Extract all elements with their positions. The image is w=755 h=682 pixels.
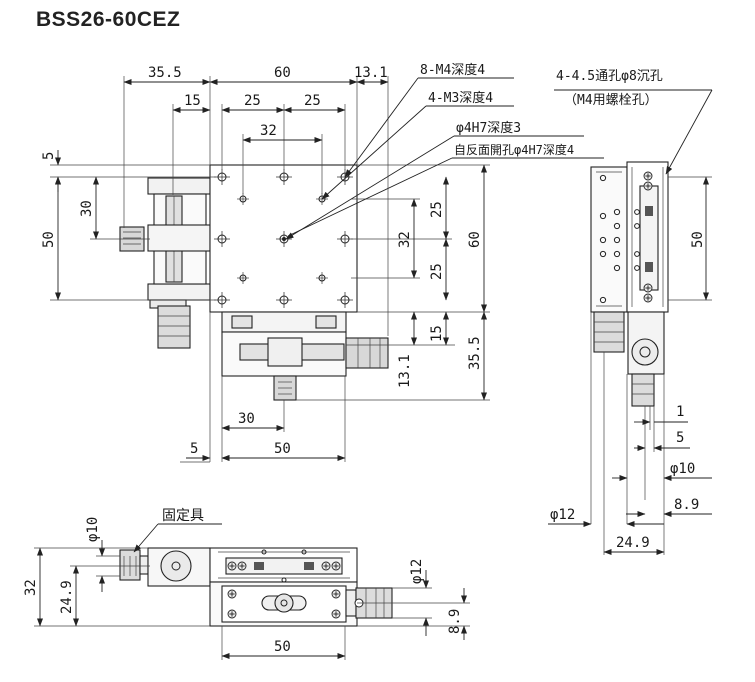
note-m4-tapped: 8-M4深度4 <box>420 62 485 78</box>
bottom-feed-assembly <box>221 311 389 401</box>
dim-1-side: 1 <box>676 404 684 420</box>
dim-50-left: 50 <box>41 231 57 248</box>
dim-8-9-front: 8.9 <box>447 609 463 634</box>
dim-25-left: 25 <box>244 93 261 109</box>
dim-13-1-right: 13.1 <box>397 354 413 388</box>
note-through-hole: 4-4.5通孔φ8沉孔 <box>556 69 663 84</box>
dim-15-right: 15 <box>429 325 445 342</box>
front-view: 固定具 φ10 32 24.9 φ12 8.9 50 <box>23 508 470 660</box>
note-m3-tapped: 4-M3深度4 <box>428 90 493 106</box>
dim-35-5-right: 35.5 <box>467 336 483 370</box>
dim-phi10-front: φ10 <box>85 517 101 542</box>
dim-60-right: 60 <box>467 231 483 248</box>
dim-phi12-side: φ12 <box>550 507 575 523</box>
dim-35-5-top: 35.5 <box>148 65 182 81</box>
dim-13-1-top: 13.1 <box>354 65 388 81</box>
dim-32-front: 32 <box>23 579 39 596</box>
note-h7-hole: φ4H7深度3 <box>456 120 521 136</box>
dim-5-bottom: 5 <box>190 441 198 457</box>
dim-5-side: 5 <box>676 430 684 446</box>
top-view-notes: 8-M4深度4 4-M3深度4 φ4H7深度3 自反面開孔φ4H7深度4 <box>420 62 574 157</box>
dim-25-right: 25 <box>304 93 321 109</box>
note-back-h7-hole: 自反面開孔φ4H7深度4 <box>454 142 574 157</box>
dim-25-right-lower: 25 <box>429 263 445 280</box>
dim-32-top: 32 <box>260 123 277 139</box>
dim-phi10-side: φ10 <box>670 461 695 477</box>
dim-60-top: 60 <box>274 65 291 81</box>
dim-50-side: 50 <box>690 231 706 248</box>
dim-5-left: 5 <box>41 152 57 160</box>
dim-24-9-front: 24.9 <box>59 580 75 614</box>
dim-phi12-front: φ12 <box>409 559 425 584</box>
dim-15-top: 15 <box>184 93 201 109</box>
dim-32-right: 32 <box>397 231 413 248</box>
top-view-dimension-texts: 35.5 60 13.1 15 25 25 32 5 30 50 32 25 2… <box>41 65 483 457</box>
dim-25-right-upper: 25 <box>429 201 445 218</box>
dim-50-bottom: 50 <box>274 441 291 457</box>
dim-30-bottom: 30 <box>238 411 255 427</box>
side-holes <box>599 174 640 304</box>
dim-50-front: 50 <box>274 639 291 655</box>
top-view-dimension-lines <box>55 79 487 461</box>
side-lower-body <box>590 166 628 313</box>
drawing-title: BSS26-60CEZ <box>36 8 181 31</box>
dim-8-9-side: 8.9 <box>674 497 699 513</box>
top-view: 35.5 60 13.1 15 25 25 32 5 30 50 32 25 2… <box>41 62 604 463</box>
top-view-extension-lines <box>50 76 490 463</box>
side-view: 4-4.5通孔φ8沉孔 （M4用螺栓孔） 50 1 5 φ10 8.9 φ12 … <box>548 69 713 555</box>
dim-30-left: 30 <box>79 200 95 217</box>
label-clamp: 固定具 <box>162 508 204 524</box>
dim-24-9-side: 24.9 <box>616 535 650 551</box>
left-knob-assembly <box>119 177 211 349</box>
note-bolt-hole: （M4用螺栓孔） <box>564 93 658 108</box>
top-view-leaders <box>285 77 604 240</box>
